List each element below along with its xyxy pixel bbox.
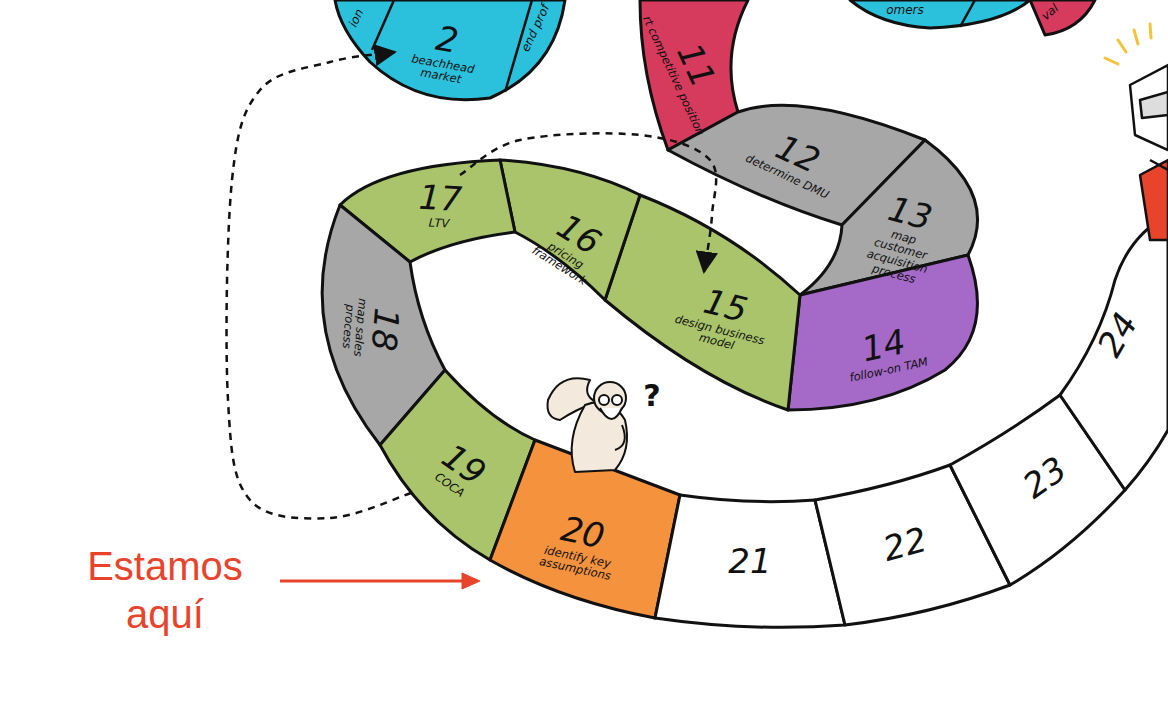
board-square: 21 xyxy=(715,540,785,584)
dashed-jump-arrow xyxy=(227,52,412,518)
square-number: 21 xyxy=(721,544,779,580)
square-number: 17 xyxy=(410,179,470,218)
board-square: 17LTV xyxy=(404,175,477,235)
question-mark: ? xyxy=(643,378,660,413)
board-square: 2beachhead market xyxy=(395,10,496,94)
square-label: map sales process xyxy=(338,282,371,372)
dashed-jump-arrow xyxy=(460,133,716,272)
pointer-label: Estamos aquí xyxy=(65,542,265,638)
square-label: LTV xyxy=(410,215,469,231)
board-square: 18map sales process xyxy=(333,275,410,381)
partial-label: omers xyxy=(886,3,924,17)
